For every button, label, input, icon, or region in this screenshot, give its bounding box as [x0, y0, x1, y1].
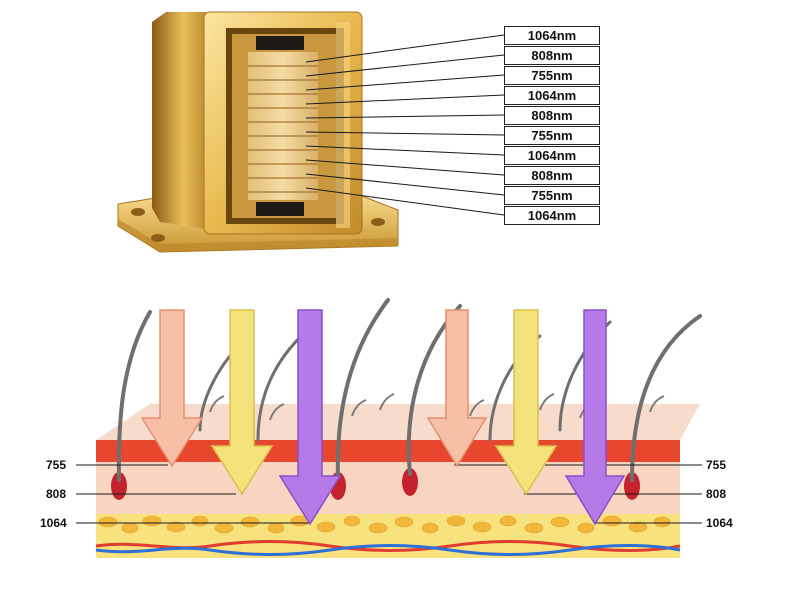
diode-bar-stack [248, 52, 318, 200]
arrow-808-left [210, 309, 274, 496]
depth-label-left-755: 755 [46, 458, 67, 472]
wavelength-label: 808nm [504, 166, 600, 185]
diode-bar-lines [248, 65, 318, 193]
depth-label-right-755: 755 [706, 458, 727, 472]
depth-label-right-1064: 1064 [706, 516, 733, 530]
depth-label-left-1064: 1064 [40, 516, 67, 530]
depth-lines [76, 464, 702, 524]
hair-follicles [111, 468, 640, 500]
wavelength-leader-lines [305, 34, 505, 216]
depth-label-right-808: 808 [706, 487, 727, 501]
arrow-1064-right [564, 309, 626, 526]
wavelength-label: 755nm [504, 126, 600, 145]
arrow-755-left [140, 309, 204, 468]
depth-label-left-808: 808 [46, 487, 67, 501]
laser-diode-module [117, 11, 399, 253]
arrow-1064-left [278, 309, 342, 526]
wavelength-label: 1064nm [504, 146, 600, 165]
wavelength-label: 808nm [504, 46, 600, 65]
wavelength-label: 755nm [504, 66, 600, 85]
arrow-808-right [494, 309, 558, 496]
fat-cells [98, 515, 671, 534]
wavelength-label: 755nm [504, 186, 600, 205]
wavelength-label: 1064nm [504, 206, 600, 225]
wavelength-label: 808nm [504, 106, 600, 125]
wavelength-label: 1064nm [504, 26, 600, 45]
wavelength-label: 1064nm [504, 86, 600, 105]
arrow-755-right [426, 309, 488, 468]
blood-vessel-blue [95, 544, 681, 556]
module-side-face [152, 12, 214, 230]
